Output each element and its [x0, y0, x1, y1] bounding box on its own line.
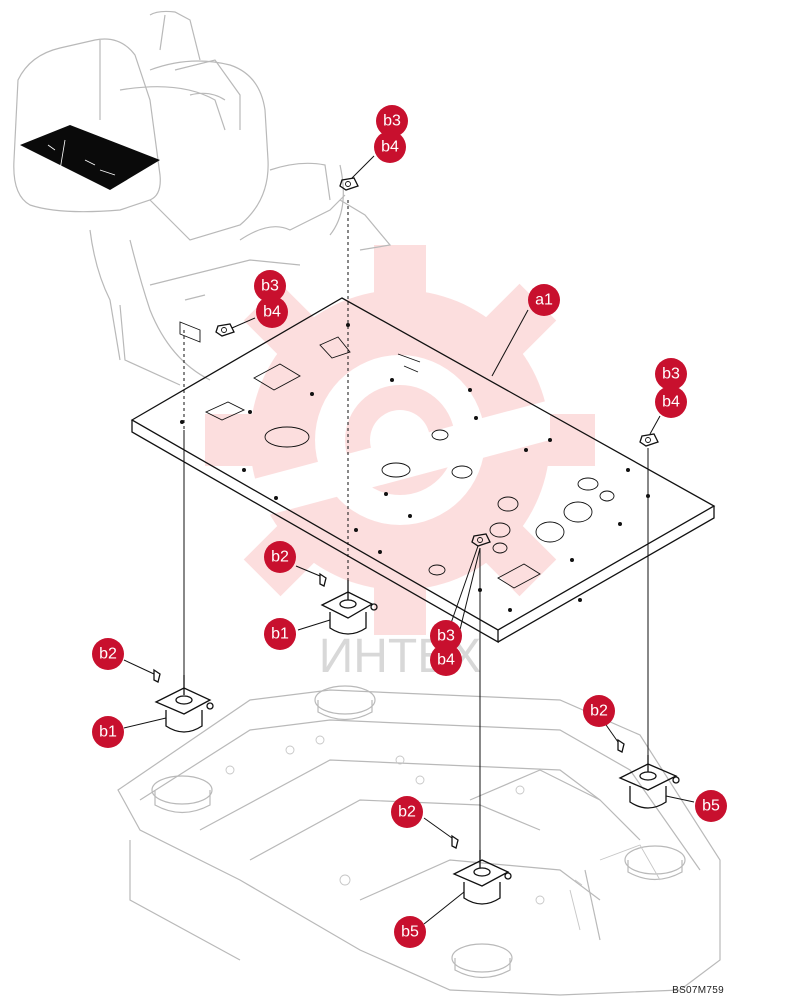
bolt-left	[153, 668, 161, 683]
leader-lines	[123, 155, 695, 925]
callout-label-b3-center: b3	[437, 628, 455, 645]
callout-b4-top: b4	[374, 131, 406, 163]
drawing-code: BS07M759	[672, 985, 724, 996]
callout-label-a1: a1	[535, 292, 553, 309]
callout-label-b2-left: b2	[99, 646, 117, 663]
callout-b3-top: b3	[376, 105, 408, 137]
callout-b1-left: b1	[92, 716, 124, 748]
mount-left	[154, 675, 214, 733]
callout-b3-center: b3	[430, 620, 462, 652]
nut-left	[215, 323, 235, 337]
callout-b3-right: b3	[655, 358, 687, 390]
mount-right	[618, 755, 680, 809]
callout-label-b5-front: b5	[401, 924, 419, 941]
center-lines	[183, 200, 649, 860]
callout-label-b5-right: b5	[702, 798, 720, 815]
callout-a1: a1	[528, 284, 560, 316]
callout-b5-right: b5	[695, 790, 727, 822]
mount-front	[452, 850, 512, 905]
callout-label-b1-left: b1	[99, 724, 117, 741]
callout-label-b2-center: b2	[271, 549, 289, 566]
callout-b3-left: b3	[254, 270, 286, 302]
callout-b4-right: b4	[655, 386, 687, 418]
callout-label-b4-top: b4	[381, 139, 399, 156]
callout-label-b3-right: b3	[662, 366, 680, 383]
bolt-right	[617, 738, 625, 753]
frame-ghost	[117, 685, 721, 996]
callout-b2-left: b2	[92, 638, 124, 670]
nut-right	[639, 433, 659, 447]
cab-floor-highlight	[20, 125, 160, 190]
callout-b2-front: b2	[391, 796, 423, 828]
callout-b4-left: b4	[256, 296, 288, 328]
callout-b2-center: b2	[264, 541, 296, 573]
bolt-front	[451, 834, 459, 849]
callout-label-b4-right: b4	[662, 394, 680, 411]
bolt-center	[319, 572, 327, 587]
callout-b2-right: b2	[583, 695, 615, 727]
callout-b1-center: b1	[264, 618, 296, 650]
callout-b4-center: b4	[430, 644, 462, 676]
excavator-upper-ghost	[13, 10, 392, 386]
callout-label-b4-center: b4	[437, 652, 455, 669]
mount-center	[320, 580, 378, 635]
callout-label-b3-left: b3	[261, 278, 279, 295]
floor-plate	[130, 297, 716, 644]
nut-top	[339, 177, 359, 191]
nut-center	[471, 533, 491, 547]
callout-label-b1-center: b1	[271, 626, 289, 643]
callout-label-b3-top: b3	[383, 113, 401, 130]
callout-label-b2-front: b2	[398, 804, 416, 821]
callout-label-b2-right: b2	[590, 703, 608, 720]
callout-b5-front: b5	[394, 916, 426, 948]
callout-label-b4-left: b4	[263, 304, 281, 321]
